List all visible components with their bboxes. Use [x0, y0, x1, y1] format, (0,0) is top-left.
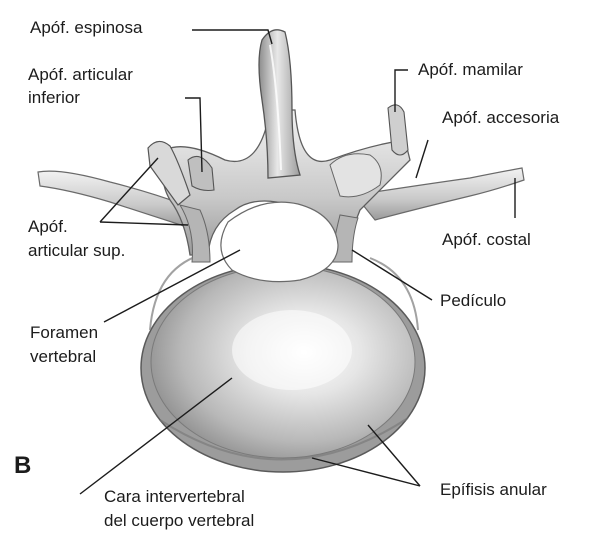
leader-epifisis-anular-a	[368, 425, 420, 486]
label-apof-costal: Apóf. costal	[442, 229, 531, 250]
label-apof-espinosa: Apóf. espinosa	[30, 17, 142, 38]
leader-apof-accesoria	[416, 140, 428, 178]
label-apof-articular-inferior-line2: inferior	[28, 87, 80, 108]
figure-letter: B	[14, 452, 31, 480]
label-cara-intervertebral-line2: del cuerpo vertebral	[104, 510, 254, 531]
label-apof-accesoria: Apóf. accesoria	[442, 107, 559, 128]
leader-epifisis-anular-b	[312, 458, 420, 486]
vertebral-body	[141, 255, 425, 472]
label-epifisis-anular: Epífisis anular	[440, 479, 547, 500]
label-cara-intervertebral-line1: Cara intervertebral	[104, 486, 245, 507]
label-apof-articular-sup-line1: Apóf.	[28, 216, 68, 237]
label-apof-mamilar: Apóf. mamilar	[418, 59, 523, 80]
label-foramen-vertebral-line1: Foramen	[30, 322, 98, 343]
label-pediculo: Pedículo	[440, 290, 506, 311]
label-apof-articular-sup-line2: articular sup.	[28, 240, 125, 261]
label-apof-articular-inferior-line1: Apóf. articular	[28, 64, 133, 85]
label-foramen-vertebral-line2: vertebral	[30, 346, 96, 367]
leader-apof-espinosa	[192, 30, 272, 44]
